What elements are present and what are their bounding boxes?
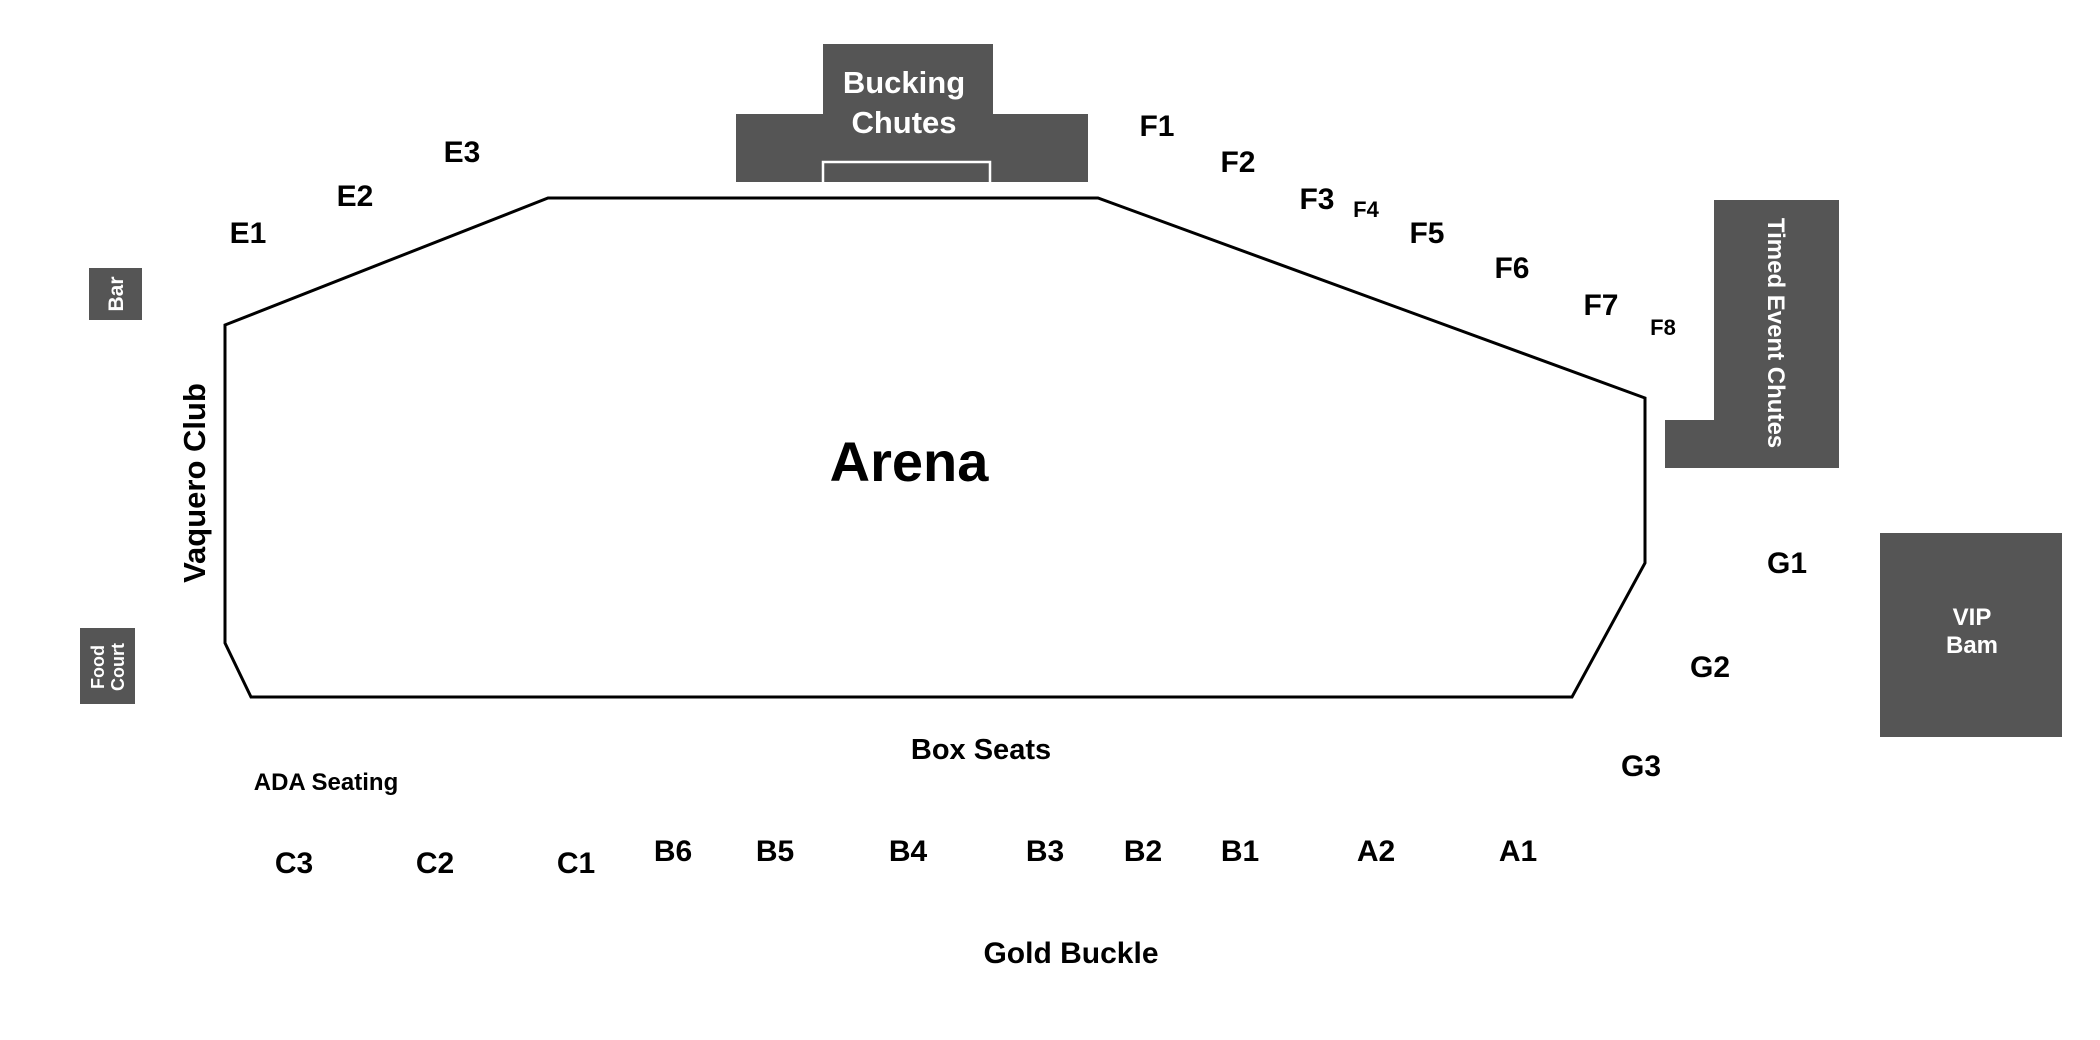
section-a2[interactable]: A2 (1357, 835, 1395, 868)
section-f5[interactable]: F5 (1409, 217, 1444, 250)
section-b2[interactable]: B2 (1124, 835, 1162, 868)
section-b3[interactable]: B3 (1026, 835, 1064, 868)
section-f8[interactable]: F8 (1650, 315, 1676, 340)
section-e1[interactable]: E1 (230, 217, 267, 250)
section-f4[interactable]: F4 (1353, 197, 1379, 222)
section-b1[interactable]: B1 (1221, 835, 1259, 868)
vaquero-club-label[interactable]: Vaquero Club (177, 383, 212, 583)
section-f7[interactable]: F7 (1583, 289, 1618, 322)
ada-seating-label[interactable]: ADA Seating (254, 769, 398, 796)
box-seats-label[interactable]: Box Seats (911, 734, 1051, 766)
timed-event-chutes-label: Timed Event Chutes (1762, 218, 1789, 448)
food-court-label-line1: Food (88, 645, 108, 689)
section-c1[interactable]: C1 (557, 847, 595, 880)
section-a1[interactable]: A1 (1499, 835, 1537, 868)
vip-barn[interactable]: VIP Bam (1880, 533, 2062, 737)
bucking-chutes[interactable]: Bucking Chutes (736, 44, 1088, 186)
food-court-label-line2: Court (108, 643, 128, 691)
bucking-chutes-label-line2: Chutes (851, 105, 956, 140)
arena-label: Arena (830, 430, 990, 493)
gold-buckle-label[interactable]: Gold Buckle (983, 937, 1158, 970)
vip-barn-label-line2: Bam (1946, 632, 1998, 659)
section-e3[interactable]: E3 (444, 136, 481, 169)
arena-outline (223, 196, 1647, 699)
section-g1[interactable]: G1 (1767, 547, 1807, 580)
section-b5[interactable]: B5 (756, 835, 794, 868)
chute-gate (821, 160, 992, 186)
section-b6[interactable]: B6 (654, 835, 692, 868)
vip-barn-label-line1: VIP (1953, 604, 1992, 631)
food-court[interactable]: Food Court (80, 628, 135, 704)
section-f6[interactable]: F6 (1494, 252, 1529, 285)
section-f2[interactable]: F2 (1220, 146, 1255, 179)
bucking-chutes-label-line1: Bucking (843, 65, 965, 100)
section-e2[interactable]: E2 (337, 180, 374, 213)
timed-event-chutes[interactable]: Timed Event Chutes (1665, 200, 1839, 468)
section-c2[interactable]: C2 (416, 847, 454, 880)
section-b4[interactable]: B4 (889, 835, 928, 868)
bar[interactable]: Bar (89, 268, 142, 320)
bar-label: Bar (105, 276, 128, 311)
section-f1[interactable]: F1 (1139, 110, 1174, 143)
section-c3[interactable]: C3 (275, 847, 313, 880)
section-f3[interactable]: F3 (1299, 183, 1334, 216)
section-g3[interactable]: G3 (1621, 750, 1661, 783)
section-g2[interactable]: G2 (1690, 651, 1730, 684)
